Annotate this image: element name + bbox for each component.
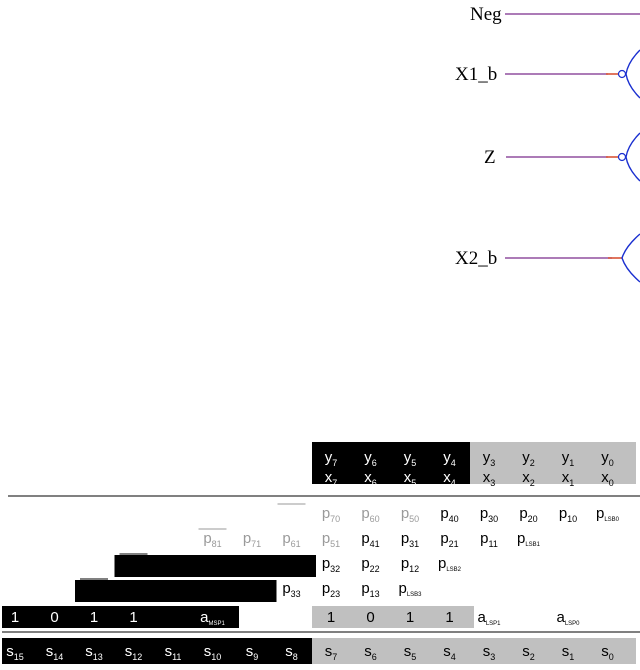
const-right-bg bbox=[312, 606, 474, 628]
schematic: Neg X1_b Z X2_b bbox=[455, 4, 640, 283]
const-right-1: 1 bbox=[327, 609, 335, 626]
sum-s4: s4 bbox=[443, 643, 456, 662]
input-label-x1b: X1_b bbox=[455, 64, 497, 85]
sum-s0: s0 bbox=[601, 643, 614, 662]
inverter-bubble-x1b bbox=[617, 69, 627, 79]
header-x-x0: x0 bbox=[601, 469, 614, 488]
header-y-y7: y7 bbox=[325, 449, 338, 468]
header-x-x6: x6 bbox=[364, 469, 377, 488]
const-right-1: 1 bbox=[406, 609, 414, 626]
sum-high-bg bbox=[2, 638, 318, 664]
sum-s14: s14 bbox=[46, 643, 64, 662]
pp-row0-p10: p10 bbox=[559, 505, 577, 524]
gate-z bbox=[625, 132, 640, 182]
pp-row0-p20: p20 bbox=[519, 505, 537, 524]
const-left-0: 0 bbox=[50, 609, 58, 626]
row0-pad bbox=[162, 505, 320, 525]
gate-x1b bbox=[625, 49, 640, 99]
header-y-y5: y5 bbox=[404, 449, 417, 468]
header-x-x1: x1 bbox=[562, 469, 575, 488]
pp-row2-p32: p32 bbox=[322, 555, 340, 574]
const-left-aMSP1: aMSP1 bbox=[200, 609, 225, 627]
pp-row1-pLSB1: pLSB1 bbox=[517, 530, 541, 548]
inverter-bubble-z bbox=[617, 152, 627, 162]
sum-s10: s10 bbox=[204, 643, 222, 662]
pp-row1-p71: p71 bbox=[243, 530, 261, 549]
header-x-x4: x4 bbox=[443, 469, 456, 488]
pp-row0-pLSB0: pLSB0 bbox=[596, 505, 620, 523]
input-label-x2b: X2_b bbox=[455, 248, 497, 269]
pp-row1-p11: p11 bbox=[480, 530, 498, 549]
const-left-bg bbox=[2, 606, 239, 628]
header-low-bg bbox=[470, 442, 636, 484]
pp-row3-p13: p13 bbox=[361, 580, 379, 599]
pp-row2-p12: p12 bbox=[401, 555, 419, 574]
pp-row1-p31: p31 bbox=[401, 530, 419, 549]
pp-row3-pLSB3: pLSB3 bbox=[398, 580, 422, 598]
pp-row0-p40: p40 bbox=[440, 505, 458, 524]
sum-s7: s7 bbox=[325, 643, 338, 662]
header-x-x7: x7 bbox=[325, 469, 338, 488]
pp-row1-p81: p81 bbox=[203, 530, 221, 549]
pp-row1-p61: p61 bbox=[282, 530, 300, 549]
const-right-0: 0 bbox=[366, 609, 374, 626]
pp-row1-p41: p41 bbox=[361, 530, 379, 549]
pp-row1-p21: p21 bbox=[440, 530, 458, 549]
pp-row2-pLSB2: pLSB2 bbox=[438, 555, 462, 573]
pp-row3-p33: p33 bbox=[282, 580, 300, 599]
header-y-y3: y3 bbox=[483, 449, 496, 468]
const-left-aMSP0: aMSP0 bbox=[240, 609, 265, 627]
row3-high-bg bbox=[75, 580, 277, 602]
pp-row3-p23: p23 bbox=[322, 580, 340, 599]
const-right-1: 1 bbox=[445, 609, 453, 626]
pp-row1-p51: p51 bbox=[322, 530, 340, 549]
pp-row0-p50: p50 bbox=[401, 505, 419, 524]
sum-s6: s6 bbox=[364, 643, 377, 662]
sum-s9: s9 bbox=[246, 643, 259, 662]
header-y-y4: y4 bbox=[443, 449, 456, 468]
sum-s15: s15 bbox=[6, 643, 24, 662]
const-left-1: 1 bbox=[90, 609, 98, 626]
pp-row2-p22: p22 bbox=[361, 555, 379, 574]
const-right-aLSP0: aLSP0 bbox=[556, 609, 580, 627]
const-left-1: 1 bbox=[11, 609, 19, 626]
input-label-neg: Neg bbox=[470, 4, 502, 25]
header-y-y0: y0 bbox=[601, 449, 614, 468]
header-y-y2: y2 bbox=[522, 449, 535, 468]
const-right-aLSP1: aLSP1 bbox=[477, 609, 501, 627]
pp-row0-p60: p60 bbox=[361, 505, 379, 524]
sum-s12: s12 bbox=[125, 643, 143, 662]
sum-s11: s11 bbox=[165, 643, 182, 662]
header-high-bg bbox=[312, 442, 470, 484]
partial-product-table: y7y6y5y4y3y2y1y0x7x6x5x4x3x2x1x0p80p70p6… bbox=[2, 442, 640, 664]
gate-x2b bbox=[621, 233, 640, 283]
sum-s5: s5 bbox=[404, 643, 417, 662]
pp-row0-p70: p70 bbox=[322, 505, 340, 524]
header-y-y1: y1 bbox=[562, 449, 575, 468]
sum-low-bg bbox=[312, 638, 636, 664]
pp-row0-p30: p30 bbox=[480, 505, 498, 524]
sum-s1: s1 bbox=[562, 643, 575, 662]
sum-s13: s13 bbox=[85, 643, 103, 662]
header-x-x2: x2 bbox=[522, 469, 535, 488]
header-x-x3: x3 bbox=[483, 469, 496, 488]
sum-s2: s2 bbox=[522, 643, 535, 662]
row2-high-bg bbox=[114, 555, 316, 577]
sum-s3: s3 bbox=[483, 643, 496, 662]
sum-s8: s8 bbox=[285, 643, 298, 662]
const-left-1: 1 bbox=[129, 609, 137, 626]
header-x-x5: x5 bbox=[404, 469, 417, 488]
header-y-y6: y6 bbox=[364, 449, 377, 468]
input-label-z: Z bbox=[484, 147, 496, 168]
